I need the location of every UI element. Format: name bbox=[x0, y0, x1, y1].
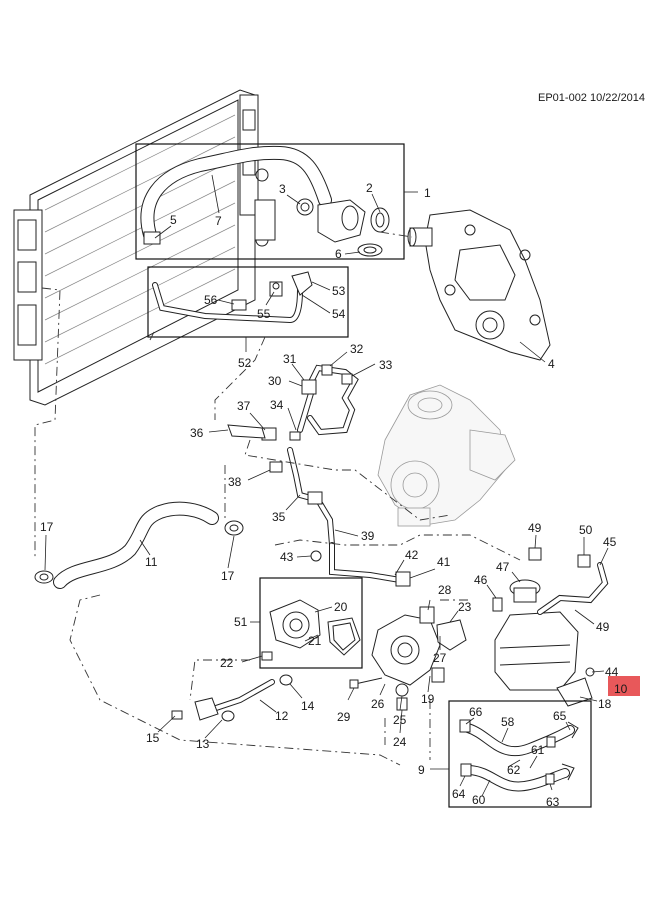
callout-32: 32 bbox=[350, 342, 364, 356]
callout-14: 14 bbox=[301, 699, 315, 713]
bypass-pipe-assembly-drawing bbox=[227, 364, 411, 587]
callout-13: 13 bbox=[196, 737, 210, 751]
callout-38: 38 bbox=[228, 475, 242, 489]
callout-64: 64 bbox=[452, 787, 466, 801]
lower-radiator-hose-drawing bbox=[34, 501, 244, 589]
callout-45: 45 bbox=[603, 535, 617, 549]
coolant-outlet-housing-drawing bbox=[349, 606, 467, 711]
callout-24: 24 bbox=[393, 735, 407, 749]
diagram-code-label: EP01-002 10/22/2014 bbox=[538, 92, 645, 104]
highlight-marker bbox=[608, 676, 640, 696]
callout-49-top: 49 bbox=[528, 521, 542, 535]
callout-2: 2 bbox=[366, 181, 373, 195]
callout-5: 5 bbox=[170, 213, 177, 227]
callout-47: 47 bbox=[496, 560, 510, 574]
callout-23: 23 bbox=[458, 600, 472, 614]
callout-12: 12 bbox=[275, 709, 289, 723]
callout-41: 41 bbox=[437, 555, 451, 569]
radiator-drawing bbox=[13, 89, 276, 406]
callout-62: 62 bbox=[507, 763, 521, 777]
callout-43: 43 bbox=[280, 550, 294, 564]
callout-27: 27 bbox=[433, 651, 447, 665]
box-heater-pipe-group bbox=[147, 266, 349, 338]
engine-front-cover-drawing bbox=[407, 209, 551, 361]
callout-51: 51 bbox=[234, 615, 248, 629]
callout-10: 10 bbox=[614, 682, 628, 696]
callout-55: 55 bbox=[257, 307, 271, 321]
callout-65: 65 bbox=[553, 709, 567, 723]
callout-42: 42 bbox=[405, 548, 419, 562]
callout-20: 20 bbox=[334, 600, 348, 614]
callout-7: 7 bbox=[215, 214, 222, 228]
callout-49-bottom: 49 bbox=[596, 620, 610, 634]
callout-25: 25 bbox=[393, 713, 407, 727]
callout-17-left: 17 bbox=[40, 520, 54, 534]
callout-54: 54 bbox=[332, 307, 346, 321]
callout-44: 44 bbox=[605, 665, 619, 679]
callout-50: 50 bbox=[579, 523, 593, 537]
coolant-reservoir-drawing bbox=[492, 547, 609, 707]
coolant-pipe-12-drawing bbox=[171, 651, 293, 722]
callout-63: 63 bbox=[546, 795, 560, 809]
callout-30: 30 bbox=[268, 374, 282, 388]
callout-9: 9 bbox=[418, 763, 425, 777]
callout-28: 28 bbox=[438, 583, 452, 597]
callout-11: 11 bbox=[145, 555, 158, 569]
callout-29: 29 bbox=[337, 710, 351, 724]
callout-46: 46 bbox=[474, 573, 488, 587]
callout-1: 1 bbox=[424, 186, 431, 200]
callout-22: 22 bbox=[220, 656, 234, 670]
callout-34: 34 bbox=[270, 398, 284, 412]
dashed-assembly-lines bbox=[34, 287, 521, 766]
callout-15: 15 bbox=[146, 731, 160, 745]
callout-group: 1 2 3 4 5 6 7 9 10 11 12 13 14 15 17 17 … bbox=[40, 174, 628, 809]
turbocharger-ghost-drawing bbox=[377, 384, 516, 527]
callout-39: 39 bbox=[361, 529, 375, 543]
callout-3: 3 bbox=[279, 182, 286, 196]
callout-26: 26 bbox=[371, 697, 385, 711]
callout-19: 19 bbox=[421, 692, 435, 706]
callout-6: 6 bbox=[335, 247, 342, 261]
callout-61: 61 bbox=[531, 743, 545, 757]
box-upper-hose-group bbox=[135, 143, 418, 260]
callout-56: 56 bbox=[204, 293, 218, 307]
callout-53: 53 bbox=[332, 284, 346, 298]
callout-52: 52 bbox=[238, 356, 252, 370]
callout-18: 18 bbox=[598, 697, 612, 711]
callout-4: 4 bbox=[548, 357, 555, 371]
box-reservoir-hoses-group bbox=[448, 700, 592, 808]
callout-60: 60 bbox=[472, 793, 486, 807]
callout-35: 35 bbox=[272, 510, 286, 524]
callout-33: 33 bbox=[379, 358, 393, 372]
callout-17-right: 17 bbox=[221, 569, 235, 583]
callout-21: 21 bbox=[308, 634, 322, 648]
callout-31: 31 bbox=[283, 352, 297, 366]
callout-66: 66 bbox=[469, 705, 483, 719]
box-thermostat-group bbox=[259, 577, 363, 669]
callout-36: 36 bbox=[190, 426, 204, 440]
callout-58: 58 bbox=[501, 715, 515, 729]
callout-37: 37 bbox=[237, 399, 251, 413]
